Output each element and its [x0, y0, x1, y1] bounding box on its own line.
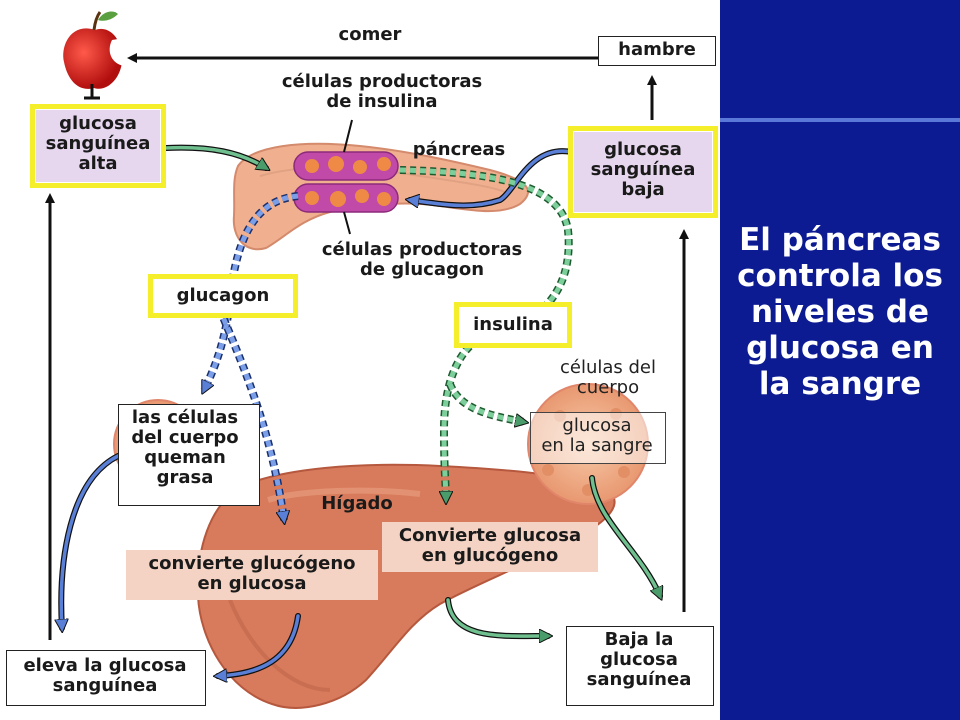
- raise-glucose-label: eleva la glucosa sanguínea: [23, 655, 187, 696]
- feedback-arrows: [45, 53, 689, 640]
- insulin-box: [454, 302, 572, 348]
- glucagon-label: glucagon: [176, 285, 270, 306]
- high-glucose-fill: [36, 110, 160, 182]
- low-glucose-fill: [574, 132, 712, 212]
- burn-fat-label: las células del cuerpo queman grasa: [131, 407, 239, 488]
- body-cells-label: células del cuerpo: [559, 357, 656, 398]
- hambre-box: [598, 36, 716, 66]
- slide-title: El páncreas controla los niveles de gluc…: [737, 222, 943, 402]
- insulin-label: insulina: [473, 314, 553, 335]
- glucagon-producing-cells-label: células productoras de glucagon: [321, 239, 523, 280]
- pancreas-label: páncreas: [412, 139, 506, 160]
- burn-fat-box: [118, 404, 260, 506]
- convert-to-glycogen-box: [382, 522, 598, 572]
- liver-label: Hígado: [321, 493, 393, 514]
- raise-glucose-box: [6, 650, 206, 706]
- comer-label: comer: [338, 24, 402, 45]
- lower-glucose-box: [566, 626, 714, 706]
- glucose-in-blood-label: glucosa en la sangre: [541, 415, 653, 456]
- low-glucose-label: glucosa sanguínea baja: [590, 139, 696, 200]
- glucose-in-blood-box: [530, 412, 666, 464]
- convert-to-glycogen-label: Convierte glucosa en glucógeno: [398, 525, 582, 566]
- lower-glucose-label: Baja la glucosa sanguínea: [586, 629, 692, 690]
- high-glucose-label: glucosa sanguínea alta: [45, 113, 151, 174]
- convert-to-glucose-label: convierte glucógeno en glucosa: [148, 553, 356, 594]
- hambre-label: hambre: [618, 39, 696, 60]
- apple-icon: [63, 11, 124, 100]
- convert-to-glucose-box: [126, 550, 378, 600]
- insulin-producing-cells-label: células productoras de insulina: [281, 71, 483, 112]
- title-panel-divider: [720, 118, 960, 122]
- glucagon-box: [148, 274, 298, 318]
